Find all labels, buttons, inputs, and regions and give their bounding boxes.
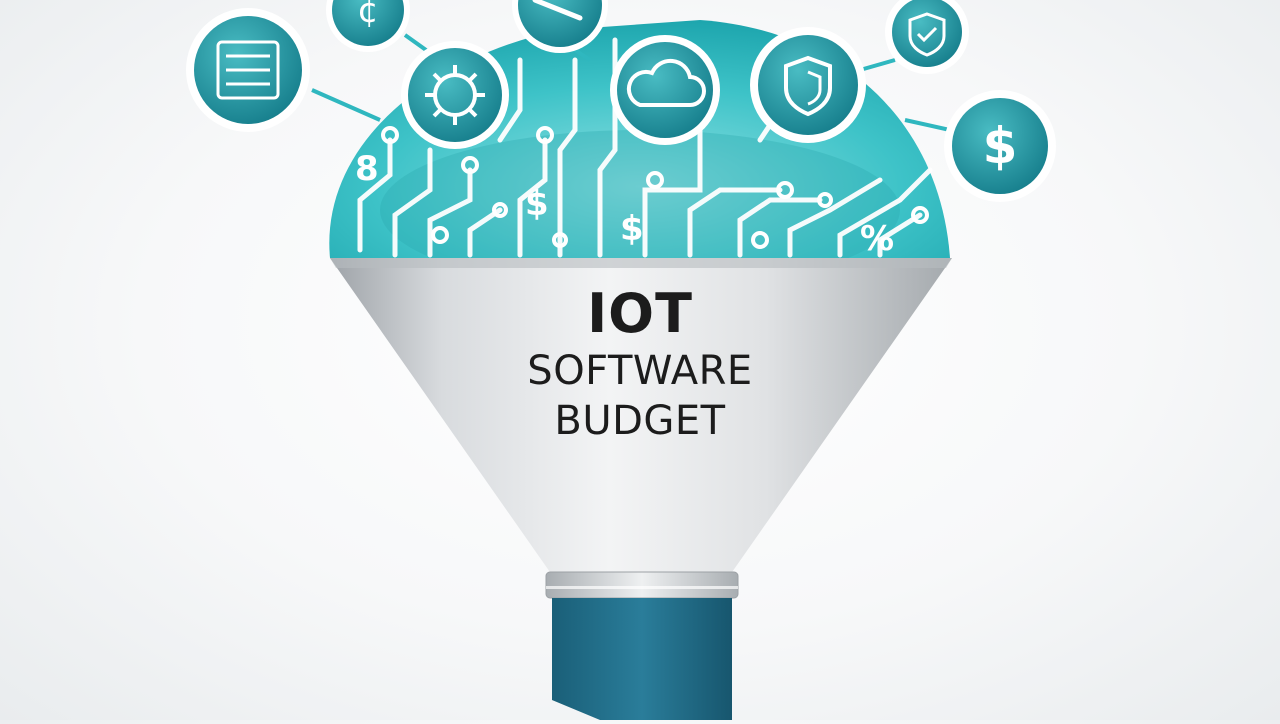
svg-text:$: $	[983, 117, 1018, 175]
funnel-neck	[545, 571, 739, 599]
shield-check-icon	[885, 0, 969, 74]
title-iot: IOT	[587, 282, 693, 345]
svg-text:%: %	[860, 219, 894, 259]
svg-text:8: 8	[355, 149, 379, 189]
svg-text:¢: ¢	[357, 0, 379, 31]
funnel-label: IOT SOFTWARE BUDGET	[440, 282, 840, 446]
svg-text:$: $	[525, 184, 549, 224]
pencil-icon	[512, 0, 608, 53]
title-budget: BUDGET	[554, 398, 726, 444]
title-software: SOFTWARE	[527, 348, 753, 394]
gear-bug-icon	[401, 41, 509, 149]
code-chip-icon	[186, 8, 310, 132]
circuit-glyphs: $ $ 8 %	[355, 149, 894, 259]
cloud-icon	[610, 35, 720, 145]
dollar-icon: $	[944, 90, 1056, 202]
svg-text:$: $	[620, 209, 644, 249]
currency-icon: ¢	[326, 0, 410, 52]
shield-icon	[750, 27, 866, 143]
funnel-spout	[552, 598, 732, 720]
funnel-cone	[330, 258, 952, 575]
